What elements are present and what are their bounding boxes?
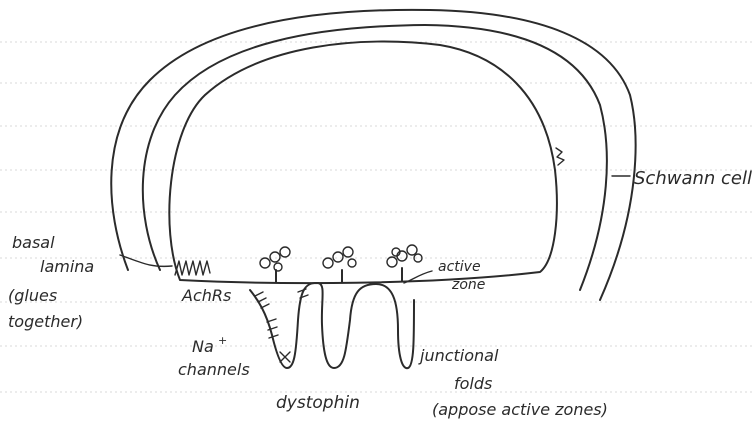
basal-lamina-leader-line xyxy=(120,255,172,266)
synaptic-vesicles-3 xyxy=(387,245,422,281)
active-zone-label-line-1: active xyxy=(438,259,481,275)
postsynaptic-membrane-junctional-folds xyxy=(250,283,414,368)
basal-lamina-label-line-1: basal xyxy=(12,233,55,252)
junctional-folds-label-line-2: folds xyxy=(454,374,492,393)
schwann-cell-inner-outline xyxy=(143,25,607,290)
na-plus-superscript: + xyxy=(218,334,227,347)
schwann-cell-label: Schwann cell xyxy=(634,168,752,189)
synaptic-vesicles-1 xyxy=(260,247,290,282)
glues-together-label-line-2: together) xyxy=(8,312,83,331)
na-channels-label-line-1: Na xyxy=(192,337,214,356)
dystophin-cross-marks xyxy=(280,352,290,362)
basal-lamina-squiggle xyxy=(175,261,210,275)
axon-terminal-membrane xyxy=(169,42,557,284)
active-zone-label-line-2: zone xyxy=(451,277,485,293)
achrs-label: AchRs xyxy=(181,286,231,305)
na-channels-label-line-2: channels xyxy=(178,360,250,379)
basal-lamina-label-line-2: lamina xyxy=(40,257,94,276)
glues-together-label-line-1: (glues xyxy=(8,286,57,305)
dystophin-label: dystophin xyxy=(276,393,360,413)
junctional-folds-label-line-1: junctional xyxy=(418,346,499,365)
synaptic-vesicles-2 xyxy=(323,247,356,282)
appose-active-zones-label: (appose active zones) xyxy=(432,400,608,419)
schwann-cell-shading xyxy=(556,148,564,165)
